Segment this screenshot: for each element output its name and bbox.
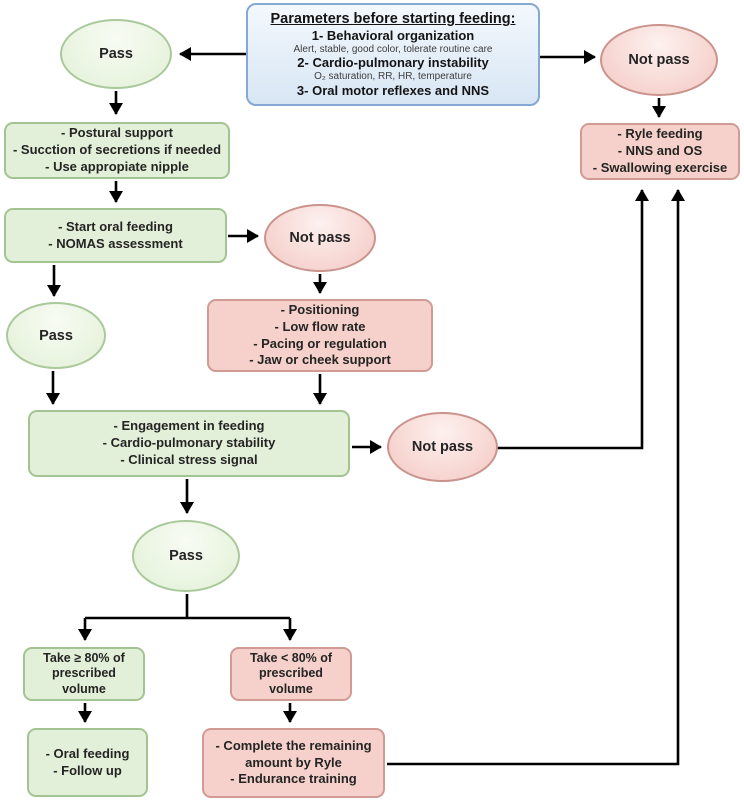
pass-ellipse-center: Pass <box>132 520 240 592</box>
ryle-feeding-box: - Ryle feeding - NNS and OS - Swallowing… <box>580 123 740 180</box>
parameter-detail-2: O₂ saturation, RR, HR, temperature <box>314 70 472 82</box>
pass-ellipse-left: Pass <box>6 302 106 369</box>
box-line: volume <box>269 681 313 696</box>
box-line: - Follow up <box>53 762 122 778</box>
box-line: - Clinical stress signal <box>120 451 258 467</box>
pass-ellipse-top: Pass <box>60 19 172 89</box>
not-pass-ellipse-low: Not pass <box>387 412 498 482</box>
box-line: - Sucction of secretions if needed <box>12 142 222 158</box>
parameter-item-2: 2- Cardio-pulmonary instability <box>297 55 489 71</box>
parameter-detail-1: Alert, stable, good color, tolerate rout… <box>293 43 493 55</box>
box-line: - Start oral feeding <box>58 218 173 234</box>
not-pass-ellipse-mid: Not pass <box>264 204 376 272</box>
ellipse-label: Pass <box>39 327 73 344</box>
parameters-title: Parameters before starting feeding: <box>270 11 516 28</box>
box-line: - NNS and OS <box>617 143 703 159</box>
parameters-box: Parameters before starting feeding: 1- B… <box>246 3 540 106</box>
box-line: - Swallowing exercise <box>592 159 728 175</box>
box-line: - Positioning <box>280 301 360 317</box>
take-80-percent-box: Take ≥ 80% of prescribed volume <box>23 647 145 701</box>
arrow-not-pass-to-ryle-long <box>497 189 649 450</box>
box-line: - Cardio-pulmonary stability <box>102 435 276 451</box>
ellipse-label: Not pass <box>289 230 351 246</box>
box-line: - Use appropiate nipple <box>45 158 189 174</box>
postural-support-box: - Postural support - Sucction of secreti… <box>4 122 230 179</box>
box-line: - Endurance training <box>230 771 357 787</box>
box-line: - Jaw or cheek support <box>249 352 391 368</box>
parameter-item-3: 3- Oral motor reflexes and NNS <box>296 82 490 98</box>
box-line: Take < 80% of <box>249 650 333 665</box>
box-line: Take ≥ 80% of <box>43 650 125 665</box>
ellipse-label: Not pass <box>411 439 474 455</box>
box-line: - Ryle feeding <box>617 126 703 142</box>
start-oral-feeding-box: - Start oral feeding - NOMAS assessment <box>4 208 227 263</box>
box-line: prescribed <box>52 666 116 681</box>
take-less-80-percent-box: Take < 80% of prescribed volume <box>230 647 352 701</box>
ellipse-label: Pass <box>169 548 203 564</box>
box-line: - NOMAS assessment <box>48 235 183 251</box>
box-line: prescribed <box>259 666 323 681</box>
box-line: amount by Ryle <box>245 754 342 770</box>
oral-feeding-followup-box: - Oral feeding - Follow up <box>27 728 148 797</box>
box-line: - Oral feeding <box>45 745 130 761</box>
not-pass-ellipse-top: Not pass <box>600 24 718 96</box>
box-line: - Postural support <box>61 125 173 141</box>
box-line: volume <box>62 681 106 696</box>
ellipse-label: Pass <box>99 46 133 62</box>
box-line: - Low flow rate <box>274 318 366 334</box>
box-line: - Pacing or regulation <box>253 335 387 351</box>
positioning-box: - Positioning - Low flow rate - Pacing o… <box>207 299 433 372</box>
parameter-item-1: 1- Behavioral organization <box>311 28 475 44</box>
engagement-box: - Engagement in feeding - Cardio-pulmona… <box>28 410 350 477</box>
ellipse-label: Not pass <box>628 52 690 68</box>
box-line: - Engagement in feeding <box>113 418 265 434</box>
box-line: - Complete the remaining <box>215 737 372 753</box>
complete-remaining-box: - Complete the remaining amount by Ryle … <box>202 728 385 798</box>
